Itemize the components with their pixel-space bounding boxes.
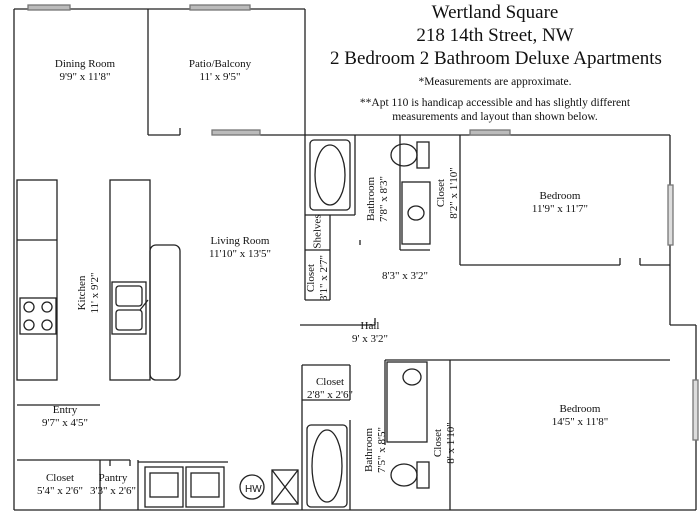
toilet-2-tank — [416, 461, 430, 489]
closet-bath2-label: Closet 8' x 1'10" — [432, 403, 458, 483]
bedroom1-window-top — [469, 129, 511, 136]
room-name: Bathroom — [365, 177, 377, 221]
apartment-type: 2 Bedroom 2 Bathroom Deluxe Apartments — [330, 48, 662, 69]
room-size: 8'2" x 1'10" — [448, 167, 460, 219]
room-name: Closet — [435, 178, 447, 208]
bathroom-2-label: Bathroom 7'5" x 8'5" — [363, 410, 389, 490]
room-name: Living Room — [210, 235, 270, 247]
room-size: 9' x 3'2" — [352, 333, 388, 345]
stove — [19, 297, 57, 335]
handicap-note: **Apt 110 is handicap accessible and has… — [359, 97, 631, 123]
room-name: Patio/Balcony — [188, 58, 252, 70]
toilet-1-tank — [416, 141, 430, 169]
room-name: Closet — [315, 376, 345, 388]
burner — [41, 301, 53, 313]
hall-label: Hall 9' x 3'2" — [330, 320, 410, 346]
burner — [23, 319, 35, 331]
bathtub-1 — [309, 139, 351, 211]
room-size: 7'5" x 8'5" — [376, 427, 388, 473]
tub-1-basin — [314, 144, 346, 206]
washer — [144, 466, 184, 508]
measurement-note: *Measurements are approximate. — [418, 76, 572, 88]
entry-label: Entry 9'7" x 4'5" — [25, 404, 105, 430]
toilet-2-bowl — [390, 463, 418, 487]
room-size: 3'3" x 2'6" — [90, 485, 136, 497]
hw-label: HW — [245, 484, 262, 495]
building-name: Wertland Square — [431, 2, 559, 23]
bedroom1-window-right — [667, 184, 674, 246]
room-name: Bedroom — [559, 403, 601, 415]
room-size: 11' x 9'5" — [199, 71, 241, 83]
room-size: 5'4" x 2'6" — [37, 485, 83, 497]
corridor-size-label: 8'3" x 3'2" — [365, 270, 445, 283]
utility-x — [271, 469, 299, 505]
kitchen-label: Kitchen 11' x 9'2" — [76, 248, 102, 338]
water-heater — [239, 474, 265, 500]
room-size: 7'8" x 8'3" — [378, 176, 390, 222]
bathroom-1-label: Bathroom 7'8" x 8'3" — [365, 159, 391, 239]
closet-bath1-label: Closet 8'2" x 1'10" — [435, 150, 461, 236]
room-size: 8'3" x 3'2" — [382, 270, 428, 282]
room-name: Bedroom — [539, 190, 581, 202]
tub-2-basin — [311, 429, 343, 503]
vanity-2-sink — [402, 368, 422, 386]
room-name: Entry — [52, 404, 78, 416]
vanity-1-sink — [407, 205, 425, 221]
washer-door — [149, 472, 179, 498]
pantry-label: Pantry 3'3" x 2'6" — [88, 472, 138, 498]
dryer-door — [190, 472, 220, 498]
bedroom-2-label: Bedroom 14'5" x 11'8" — [520, 403, 640, 429]
burner — [23, 301, 35, 313]
utility-box — [271, 469, 299, 505]
room-size: 8' x 1'10" — [445, 422, 457, 464]
vanity-1 — [401, 181, 431, 245]
room-name: Pantry — [98, 472, 128, 484]
bedroom2-window-right — [692, 379, 699, 441]
kitchen-counter-left — [16, 179, 58, 381]
room-name: Bathroom — [363, 428, 375, 472]
patio-label: Patio/Balcony 11' x 9'5" — [165, 58, 275, 84]
room-size: 9'7" x 4'5" — [42, 417, 88, 429]
sink-basin — [115, 309, 143, 331]
room-size: 3'1" x 2'7" — [318, 255, 330, 301]
room-name: Hall — [360, 320, 380, 332]
kitchen-sink — [111, 281, 147, 335]
room-size: 11' x 9'2" — [89, 272, 101, 314]
living-room-label: Living Room 11'10" x 13'5" — [185, 235, 295, 261]
building-address: 218 14th Street, NW — [416, 25, 574, 46]
toilet-1-bowl — [390, 143, 418, 167]
burner — [41, 319, 53, 331]
vanity-2 — [386, 361, 428, 443]
dryer — [185, 466, 225, 508]
closet-mid-label: Closet 2'8" x 2'6" — [300, 376, 360, 402]
room-size: 2'8" x 2'6" — [307, 389, 353, 401]
dining-window — [27, 4, 71, 11]
patio-opening — [189, 4, 251, 11]
room-size: 14'5" x 11'8" — [551, 416, 609, 428]
bedroom-1-label: Bedroom 11'9" x 11'7" — [500, 190, 620, 216]
kitchen-island — [109, 179, 151, 381]
room-size: 11'10" x 13'5" — [208, 248, 272, 260]
room-name: Dining Room — [54, 58, 116, 70]
breakfast-bar — [149, 244, 181, 381]
room-name: Closet — [432, 428, 444, 458]
room-name: Closet — [305, 263, 317, 293]
room-name: Kitchen — [76, 275, 88, 311]
room-size: 9'9" x 11'8" — [59, 71, 111, 83]
room-name: Closet — [45, 472, 75, 484]
closet-hall-label: Closet 3'1" x 2'7" — [305, 243, 331, 313]
sink-basin — [115, 285, 143, 307]
bathtub-2 — [306, 424, 348, 508]
patio-door-glass — [211, 129, 261, 136]
room-size: 11'9" x 11'7" — [531, 203, 589, 215]
closet-entry-label: Closet 5'4" x 2'6" — [22, 472, 98, 498]
faucet — [139, 299, 149, 311]
dining-room-label: Dining Room 9'9" x 11'8" — [30, 58, 140, 84]
